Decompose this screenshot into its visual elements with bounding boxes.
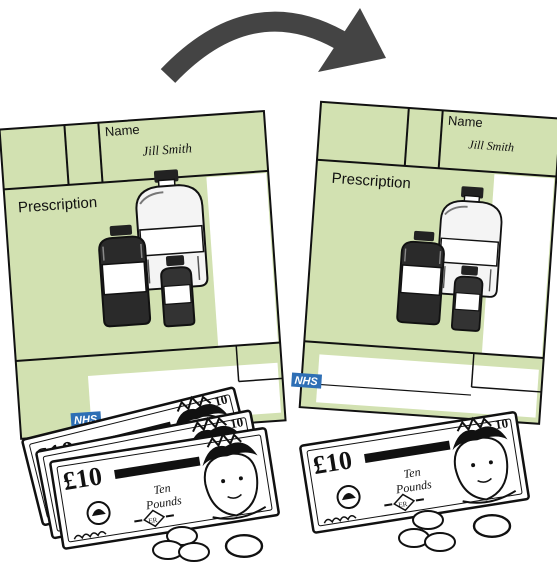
coin-icon xyxy=(226,535,262,557)
banknote-stack-right xyxy=(300,412,529,551)
curved-arrow-icon xyxy=(168,8,386,76)
coin-icon xyxy=(179,543,209,561)
coin-icon xyxy=(425,533,455,551)
prescription-form-right: Name Jill Smith Prescription NHS xyxy=(290,101,557,424)
name-label: Name xyxy=(448,113,484,130)
nhs-logo: NHS xyxy=(291,373,322,389)
name-label: Name xyxy=(104,122,140,139)
prescription-form-left: Name Jill Smith Prescription NHS xyxy=(0,111,286,439)
coin-icon xyxy=(413,511,443,529)
note-cipher: ER xyxy=(148,516,158,525)
note-value: £10 xyxy=(61,461,104,496)
coin-icon xyxy=(474,515,510,537)
svg-text:NHS: NHS xyxy=(294,375,319,389)
